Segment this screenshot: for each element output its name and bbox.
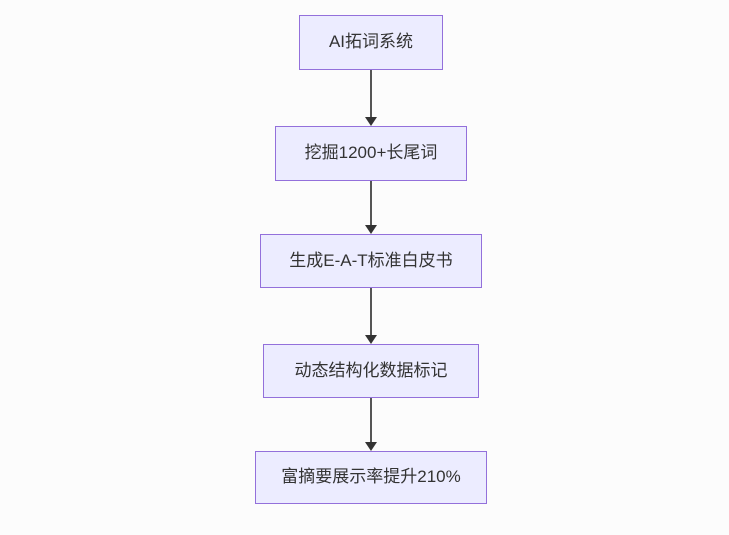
flowchart-edge-2 — [365, 181, 377, 234]
node-label: 富摘要展示率提升210% — [281, 467, 461, 487]
flowchart-edge-1 — [365, 70, 377, 126]
arrowhead-down-icon — [365, 335, 377, 344]
node-label: 动态结构化数据标记 — [294, 360, 448, 380]
edge-line — [370, 398, 372, 444]
flowchart-node-eat-whitepaper: 生成E-A-T标准白皮书 — [260, 234, 482, 288]
flowchart-edge-3 — [365, 288, 377, 344]
flowchart-node-structured-data-markup: 动态结构化数据标记 — [263, 344, 479, 398]
arrowhead-down-icon — [365, 225, 377, 234]
arrowhead-down-icon — [365, 117, 377, 126]
flowchart-node-ai-keyword-system: AI拓词系统 — [299, 15, 443, 70]
node-label: 生成E-A-T标准白皮书 — [289, 250, 453, 270]
node-label: AI拓词系统 — [328, 32, 414, 52]
edge-line — [370, 181, 372, 227]
edge-line — [370, 288, 372, 337]
flowchart-node-rich-snippet-result: 富摘要展示率提升210% — [255, 451, 487, 504]
edge-line — [370, 70, 372, 119]
node-label: 挖掘1200+长尾词 — [304, 143, 438, 163]
flowchart-node-longtail-mining: 挖掘1200+长尾词 — [275, 126, 467, 181]
flowchart-edge-4 — [365, 398, 377, 451]
arrowhead-down-icon — [365, 442, 377, 451]
